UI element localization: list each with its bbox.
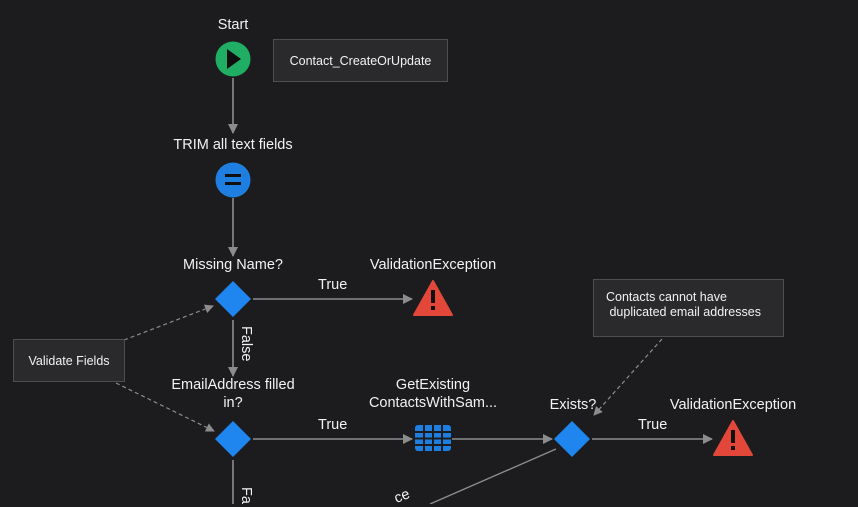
trim-node[interactable] xyxy=(215,162,251,198)
edge-label-missing-false: False xyxy=(238,326,254,362)
get-existing-label: GetExisting ContactsWithSam... xyxy=(368,377,498,411)
missing-name-label: Missing Name? xyxy=(183,257,283,273)
validation-exception-1-label: ValidationException xyxy=(369,257,497,273)
diamond-icon xyxy=(215,281,251,317)
edge-label-email-false: Fa xyxy=(238,487,254,504)
assign-circle xyxy=(215,162,251,198)
diamond-icon xyxy=(215,421,251,457)
start-label: Start xyxy=(217,17,249,33)
diamond-icon xyxy=(554,421,590,457)
action-name-comment[interactable]: Contact_CreateOrUpdate xyxy=(273,39,448,82)
exists-label: Exists? xyxy=(549,397,597,413)
equals-icon xyxy=(225,174,241,185)
email-filled-node[interactable] xyxy=(215,421,251,457)
edge-label-email-true: True xyxy=(318,417,348,433)
connector-exists-false xyxy=(429,448,557,504)
trim-label: TRIM all text fields xyxy=(173,137,293,153)
comment-link-validate-missing xyxy=(123,304,214,341)
edge-label-missing-true: True xyxy=(318,277,348,293)
validate-fields-comment[interactable]: Validate Fields xyxy=(13,339,125,382)
validation-exception-1-node[interactable] xyxy=(413,280,453,316)
email-filled-label: EmailAddress filled in? xyxy=(171,377,295,411)
contacts-note-comment[interactable]: Contacts cannot have duplicated email ad… xyxy=(593,279,784,337)
missing-name-node[interactable] xyxy=(215,281,251,317)
start-node[interactable] xyxy=(215,41,251,77)
play-icon xyxy=(227,49,241,69)
validation-exception-2-node[interactable] xyxy=(713,420,753,456)
validation-exception-2-label: ValidationException xyxy=(669,397,797,413)
exists-node[interactable] xyxy=(554,421,590,457)
comment-link-contacts-exists xyxy=(593,338,663,416)
edge-label-exists-true: True xyxy=(638,417,668,433)
get-existing-node[interactable] xyxy=(415,425,451,451)
